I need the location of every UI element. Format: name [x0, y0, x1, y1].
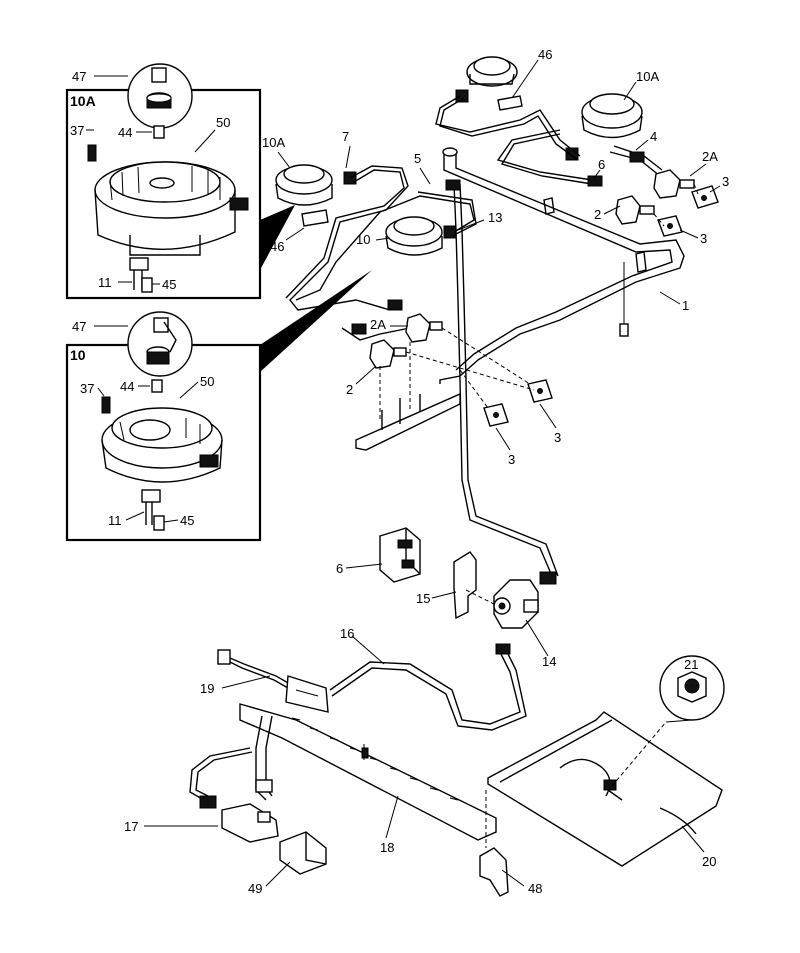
callout-50a: 50: [216, 115, 230, 130]
valve-2a-left: [405, 313, 443, 343]
pilot-assembly-17: [189, 715, 279, 843]
callout-6-top: 6: [598, 157, 605, 172]
bracket-3-left1: [527, 379, 553, 403]
pressure-regulator-14: [493, 579, 539, 629]
callout-45b: 45: [180, 513, 194, 528]
manifold-pipe-1: [439, 147, 685, 384]
valve-2-right: [615, 195, 655, 225]
valve-2-left: [369, 339, 407, 369]
bracket-3-right2: [657, 215, 683, 237]
callout-47b: 47: [72, 319, 86, 334]
callout-7: 7: [342, 129, 349, 144]
burner-10a-top: [455, 56, 518, 103]
igniter-lead-19: [217, 649, 329, 713]
regulator-bracket-15: [453, 551, 495, 620]
bracket-3-left2: [483, 403, 509, 427]
callout-47a: 47: [72, 69, 86, 84]
callout-2a-left: 2A: [370, 317, 386, 332]
callout-labels: 47 10A 37 44 50 11 45 47 10 37 44 50 11 …: [70, 47, 729, 896]
callout-1: 1: [682, 298, 689, 313]
callout-11b: 11: [108, 513, 122, 528]
callout-46-top: 46: [538, 47, 552, 62]
callout-48: 48: [528, 881, 542, 896]
gas-tubes: [285, 95, 663, 577]
callout-20: 20: [702, 854, 716, 869]
detail-box-10: [65, 311, 262, 542]
nut-21-circle: [659, 655, 725, 723]
burner-head-10: [101, 407, 223, 483]
callout-46-mid: 46: [270, 239, 284, 254]
callout-10-box: 10: [70, 347, 86, 363]
callout-2a-right: 2A: [702, 149, 718, 164]
callout-4: 4: [650, 129, 657, 144]
callout-17: 17: [124, 819, 138, 834]
callout-37a: 37: [70, 123, 84, 138]
callout-19: 19: [200, 681, 214, 696]
spark-module-6: [379, 527, 421, 583]
callout-13: 13: [488, 210, 502, 225]
detail-box-10a: [65, 63, 262, 300]
callout-37b: 37: [80, 381, 94, 396]
callout-3-left2: 3: [508, 452, 515, 467]
burner-head-10a: [94, 161, 249, 256]
burner-support-brackets: [355, 197, 647, 451]
callout-18: 18: [380, 840, 394, 855]
callout-5: 5: [414, 151, 421, 166]
dashed-guides: [379, 183, 699, 420]
callout-45a: 45: [162, 277, 176, 292]
flame-spreader-20: [487, 711, 723, 867]
callout-3-right2: 3: [700, 231, 707, 246]
callout-10-mid: 10: [356, 232, 370, 247]
callout-10a-mid: 10A: [262, 135, 285, 150]
callout-50b: 50: [200, 374, 214, 389]
burner-10a-right: [565, 93, 643, 161]
callout-2-left: 2: [346, 382, 353, 397]
callout-10a-top: 10A: [636, 69, 659, 84]
callout-3-left1: 3: [554, 430, 561, 445]
callout-21: 21: [684, 657, 698, 672]
leader-lines: [144, 59, 721, 887]
callout-44a: 44: [118, 125, 132, 140]
tube-fittings: [351, 151, 645, 585]
callout-6-low: 6: [336, 561, 343, 576]
callout-16: 16: [340, 626, 354, 641]
callout-3-right1: 3: [722, 174, 729, 189]
callout-15: 15: [416, 591, 430, 606]
bracket-49: [279, 831, 327, 875]
callout-lines-10a: [86, 75, 216, 285]
spreader-bracket-46-top: [497, 95, 523, 111]
callout-2-right: 2: [594, 207, 601, 222]
spreader-bracket-46-mid: [301, 209, 329, 227]
callout-lines-10: [94, 325, 199, 523]
bracket-48: [479, 790, 509, 897]
gas-tube-16: [329, 643, 527, 731]
oven-burner-18: [239, 703, 497, 841]
callout-49: 49: [248, 881, 262, 896]
callout-10a-box: 10A: [70, 93, 96, 109]
burner-10-mid: [385, 216, 457, 256]
burner-10a-mid: [275, 164, 357, 206]
callout-44b: 44: [120, 379, 134, 394]
callout-11a: 11: [98, 275, 112, 290]
valve-2a-right: [653, 169, 695, 199]
callout-14: 14: [542, 654, 556, 669]
